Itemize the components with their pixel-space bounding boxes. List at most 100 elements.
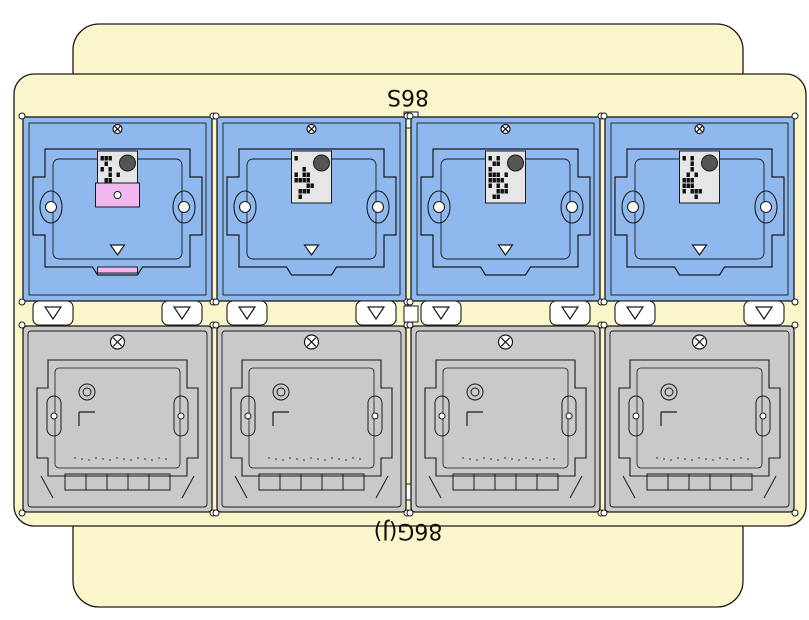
lower-module-row	[18, 321, 799, 517]
side-slot-hole	[244, 412, 252, 420]
triangle-marker-icon	[172, 306, 192, 321]
sensor-round-icon	[660, 383, 678, 401]
pink-tab-hole	[113, 191, 122, 199]
corner-hole	[18, 509, 26, 517]
l-bracket	[660, 411, 677, 426]
sensor-round-icon	[78, 383, 96, 401]
corner-hole	[791, 321, 799, 329]
texture-dot	[490, 458, 492, 460]
texture-dot	[296, 458, 298, 460]
mounting-hole-icon	[621, 190, 645, 224]
upper-module-housing	[420, 148, 591, 276]
texture-dot	[483, 457, 485, 459]
corner-hole	[406, 509, 414, 517]
corner-hole	[406, 298, 414, 306]
corner-hole	[212, 112, 220, 120]
texture-dot	[677, 457, 679, 459]
lower-module-inner-edge	[27, 330, 208, 508]
side-slot-left	[434, 395, 450, 437]
corner-hole	[18, 298, 26, 306]
lower-module-housing	[618, 359, 781, 477]
lower-module-frame	[410, 325, 601, 513]
upper-module-inner-edge	[416, 122, 595, 296]
texture-dot	[74, 457, 76, 459]
lower-module-inner-edge	[415, 330, 596, 508]
side-slot-hole	[759, 412, 767, 420]
connector-strip	[452, 473, 559, 491]
lower-module-frame	[22, 325, 213, 513]
texture-dot	[539, 459, 541, 461]
qr-code-icon	[291, 150, 332, 204]
texture-dot	[740, 457, 742, 459]
alignment-arrow-icon	[691, 244, 708, 257]
lower-module-inner-edge	[221, 330, 402, 508]
corner-hole	[791, 112, 799, 120]
connector-strip	[258, 473, 365, 491]
side-slot-right	[561, 395, 577, 437]
upper-module-2	[212, 112, 411, 326]
texture-dot	[352, 457, 354, 459]
triangle-marker-icon	[754, 306, 774, 321]
upper-module-4	[600, 112, 799, 326]
texture-dot	[137, 457, 139, 459]
upper-module-housing	[32, 148, 203, 276]
lower-module-3	[406, 321, 605, 517]
separator-tab	[403, 305, 419, 323]
texture-dot	[691, 459, 693, 461]
texture-dot	[151, 459, 153, 461]
lower-module-housing	[424, 359, 587, 477]
texture-dot	[109, 459, 111, 461]
upper-module-inner-edge	[610, 122, 789, 296]
top-part-label: 86S	[387, 84, 429, 109]
l-bracket	[272, 411, 289, 426]
mounting-hole-icon	[560, 190, 584, 224]
screw-icon	[109, 334, 126, 350]
corner-hole	[600, 509, 608, 517]
texture-dot	[165, 458, 167, 460]
lower-module-4	[600, 321, 799, 517]
corner-hole	[212, 509, 220, 517]
alignment-arrow-icon	[303, 244, 320, 257]
upper-module-inner-edge	[28, 122, 207, 296]
texture-dot	[476, 459, 478, 461]
texture-dot	[158, 457, 160, 459]
texture-dot	[289, 457, 291, 459]
corner-hole	[18, 112, 26, 120]
triangle-marker-icon	[625, 306, 645, 321]
corner-hole	[600, 112, 608, 120]
connector-strip	[64, 473, 171, 491]
screw-icon	[694, 123, 705, 135]
texture-dot	[719, 457, 721, 459]
triangle-marker-icon	[366, 306, 386, 321]
l-bracket	[78, 411, 95, 426]
side-slot-left	[46, 395, 62, 437]
corner-hole	[791, 509, 799, 517]
texture-dot	[123, 458, 125, 460]
texture-dot	[546, 457, 548, 459]
side-slot-right	[173, 395, 189, 437]
screw-icon	[306, 123, 317, 135]
texture-dot	[670, 459, 672, 461]
texture-dot	[684, 458, 686, 460]
bottom-part-label: 86G(J)	[374, 518, 443, 543]
screw-icon	[497, 334, 514, 350]
texture-dot	[331, 457, 333, 459]
corner-hole	[212, 321, 220, 329]
texture-dot	[462, 457, 464, 459]
texture-dot	[705, 458, 707, 460]
texture-dot	[282, 459, 284, 461]
texture-dot	[116, 457, 118, 459]
texture-dot	[88, 459, 90, 461]
screw-icon	[112, 123, 123, 135]
triangle-marker-icon	[431, 306, 451, 321]
texture-dot	[656, 457, 658, 459]
corner-hole	[18, 321, 26, 329]
texture-dot	[511, 458, 513, 460]
texture-dot	[338, 458, 340, 460]
texture-dot	[532, 458, 534, 460]
screw-icon	[691, 334, 708, 350]
upper-module-3	[406, 112, 605, 326]
side-slot-left	[240, 395, 256, 437]
texture-dot	[525, 457, 527, 459]
triangle-marker-icon	[560, 306, 580, 321]
